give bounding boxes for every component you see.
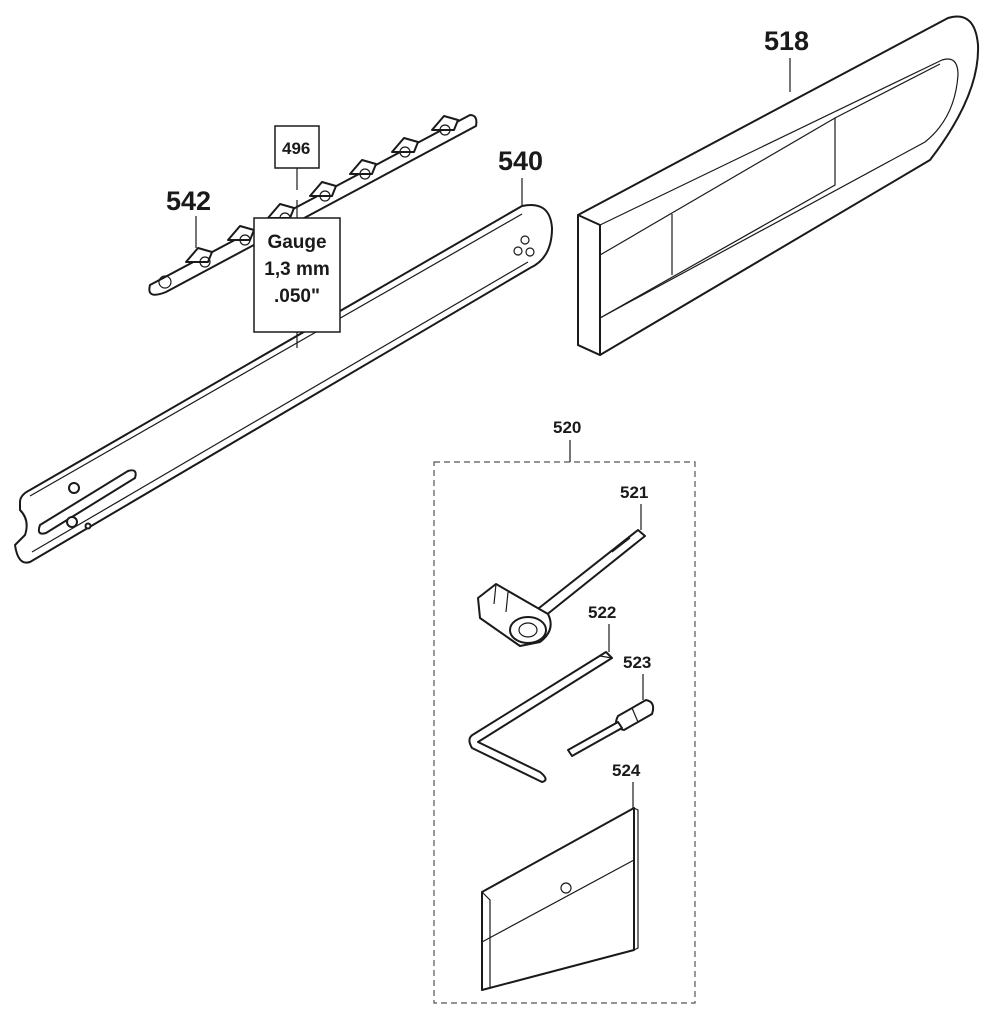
callout-524: 524: [612, 761, 641, 780]
combination-spanner-521: [477, 529, 646, 647]
screwdriver-523: [567, 699, 655, 757]
hex-key-522: [468, 651, 613, 783]
callout-522: 522: [588, 603, 616, 622]
manual-pouch-524: [481, 807, 639, 991]
callout-518: 518: [764, 26, 809, 56]
saw-chain-542: [148, 114, 478, 296]
bar-cover-518: [577, 15, 980, 356]
callout-540: 540: [498, 146, 543, 176]
gauge-label-line3: .050": [274, 286, 320, 307]
callout-521: 521: [620, 483, 648, 502]
gauge-label-line1: Gauge: [267, 232, 326, 253]
guide-bar-540: [14, 204, 553, 564]
gauge-label-box: [253, 217, 341, 333]
callout-523: 523: [623, 653, 651, 672]
callout-496: 496: [282, 139, 310, 158]
gauge-label-line2: 1,3 mm: [264, 259, 329, 280]
callout-520: 520: [553, 418, 581, 437]
callout-542: 542: [166, 186, 211, 216]
tool-kit-group-box: [433, 461, 696, 1004]
